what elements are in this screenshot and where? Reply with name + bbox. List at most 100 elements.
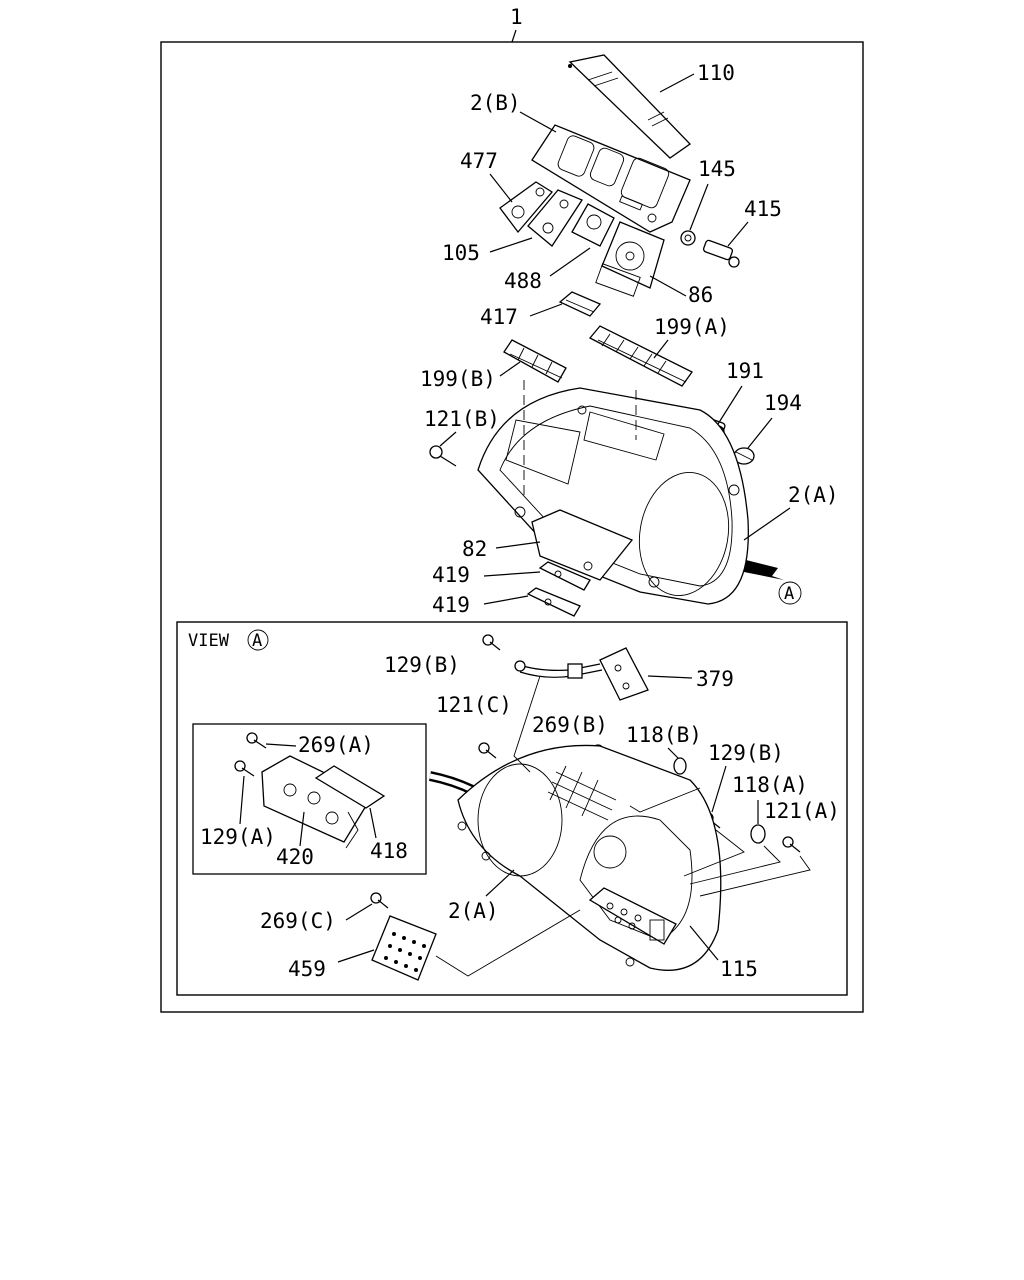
wiring-harness <box>515 663 601 671</box>
callout-269b: 269(B) <box>532 713 608 737</box>
leader-199a <box>653 339 669 359</box>
callout-115: 115 <box>720 957 758 981</box>
callout-145: 145 <box>698 157 736 181</box>
part-269c-screw <box>370 892 389 909</box>
callout-129a: 129(A) <box>200 825 276 849</box>
leader-269c <box>345 903 373 921</box>
view-a-marker-letter: A <box>784 584 794 604</box>
callout-121b: 121(B) <box>424 407 500 431</box>
callout-118b: 118(B) <box>626 723 702 747</box>
callout-121c: 121(C) <box>436 693 512 717</box>
callout-418: 418 <box>370 839 408 863</box>
leader-2b <box>519 111 557 133</box>
part-419-bracket-1 <box>538 561 591 591</box>
assembly-line-459 <box>435 909 581 977</box>
leader-379 <box>647 675 693 679</box>
part-488-gauge-plate <box>571 203 615 247</box>
leader-2a-top <box>743 507 791 541</box>
callout-477: 477 <box>460 149 498 173</box>
leader-417 <box>529 303 563 317</box>
view-a-inset-frame <box>176 621 848 996</box>
part-121a-screw <box>782 836 801 853</box>
part-145-socket <box>680 230 696 246</box>
part-199b-warning-panel <box>503 339 567 383</box>
leader-2a-view <box>485 869 515 897</box>
part-379-board <box>599 647 649 701</box>
assembly-line-121a <box>699 855 811 897</box>
leader-118b <box>667 747 679 759</box>
callout-415: 415 <box>744 197 782 221</box>
callout-129b-top: 129(B) <box>384 653 460 677</box>
leader-129b-right <box>711 765 727 813</box>
callout-110: 110 <box>697 61 735 85</box>
view-a-marker-circle <box>778 581 802 605</box>
leader-115 <box>689 925 719 961</box>
callout-2a-view: 2(A) <box>448 899 499 923</box>
callout-194: 194 <box>764 391 802 415</box>
assembly-line-118b <box>629 787 701 813</box>
callout-379: 379 <box>696 667 734 691</box>
leader-488 <box>549 247 591 277</box>
leader-194 <box>747 417 773 449</box>
callout-419-2: 419 <box>432 593 470 617</box>
callout-459: 459 <box>288 957 326 981</box>
part-2a-case <box>477 387 749 605</box>
callout-82: 82 <box>462 537 487 561</box>
leader-477 <box>489 173 513 203</box>
leader-86 <box>649 275 687 297</box>
part-2b-bezel <box>531 124 691 233</box>
callout-2b: 2(B) <box>470 91 521 115</box>
view-a-title-marker-letter: A <box>252 631 262 651</box>
part-2a-case-rear <box>457 744 722 971</box>
assembly-frame <box>160 41 864 1013</box>
wiring-harness-2 <box>519 669 603 678</box>
part-459-connector <box>371 915 437 981</box>
part-110-lens <box>568 54 691 159</box>
callout-191: 191 <box>726 359 764 383</box>
part-417-connector <box>558 291 602 317</box>
leader-110 <box>659 73 695 93</box>
callout-420: 420 <box>276 845 314 869</box>
callout-105: 105 <box>442 241 480 265</box>
callout-417: 417 <box>480 305 518 329</box>
part-199a-warning-panel <box>588 325 693 387</box>
part-118b-bulb <box>673 757 687 775</box>
leader-191 <box>717 385 743 425</box>
detail-inset-frame <box>192 723 427 875</box>
leader-121b <box>439 431 457 447</box>
part-86-speedometer <box>595 221 665 297</box>
callout-269c: 269(C) <box>260 909 336 933</box>
assembly-line-118a <box>689 845 781 885</box>
leader-105 <box>489 237 533 253</box>
leader-419-1 <box>483 571 541 577</box>
leader-129a <box>239 775 245 825</box>
assembly-line-harness <box>513 675 541 773</box>
part-115-circuit-board <box>588 887 677 945</box>
circuit-mesh <box>547 765 617 821</box>
callout-269a: 269(A) <box>298 733 374 757</box>
leader-269a <box>265 743 297 747</box>
leader-199b <box>499 361 521 377</box>
part-121b-screw <box>429 445 457 467</box>
assembly-line-129b <box>683 829 745 877</box>
view-a-arrow-icon <box>744 560 784 580</box>
callout-2a-top: 2(A) <box>788 483 839 507</box>
leader-145 <box>689 183 709 231</box>
wire-connector <box>567 663 583 679</box>
wire-terminal <box>514 660 526 672</box>
part-82-housing <box>531 509 634 581</box>
part-194-bulb <box>733 447 755 465</box>
callout-199b: 199(B) <box>420 367 496 391</box>
view-a-title: VIEW <box>188 631 230 651</box>
assembly-leader <box>511 29 517 43</box>
part-419-bracket-2 <box>526 587 581 617</box>
leader-459 <box>337 949 375 963</box>
part-118a-bulb <box>750 824 766 844</box>
callout-86: 86 <box>688 283 713 307</box>
callout-121a: 121(A) <box>764 799 840 823</box>
callout-488: 488 <box>504 269 542 293</box>
callout-419-1: 419 <box>432 563 470 587</box>
leader-419-2 <box>483 595 529 605</box>
part-129b-screw-top <box>482 634 501 651</box>
